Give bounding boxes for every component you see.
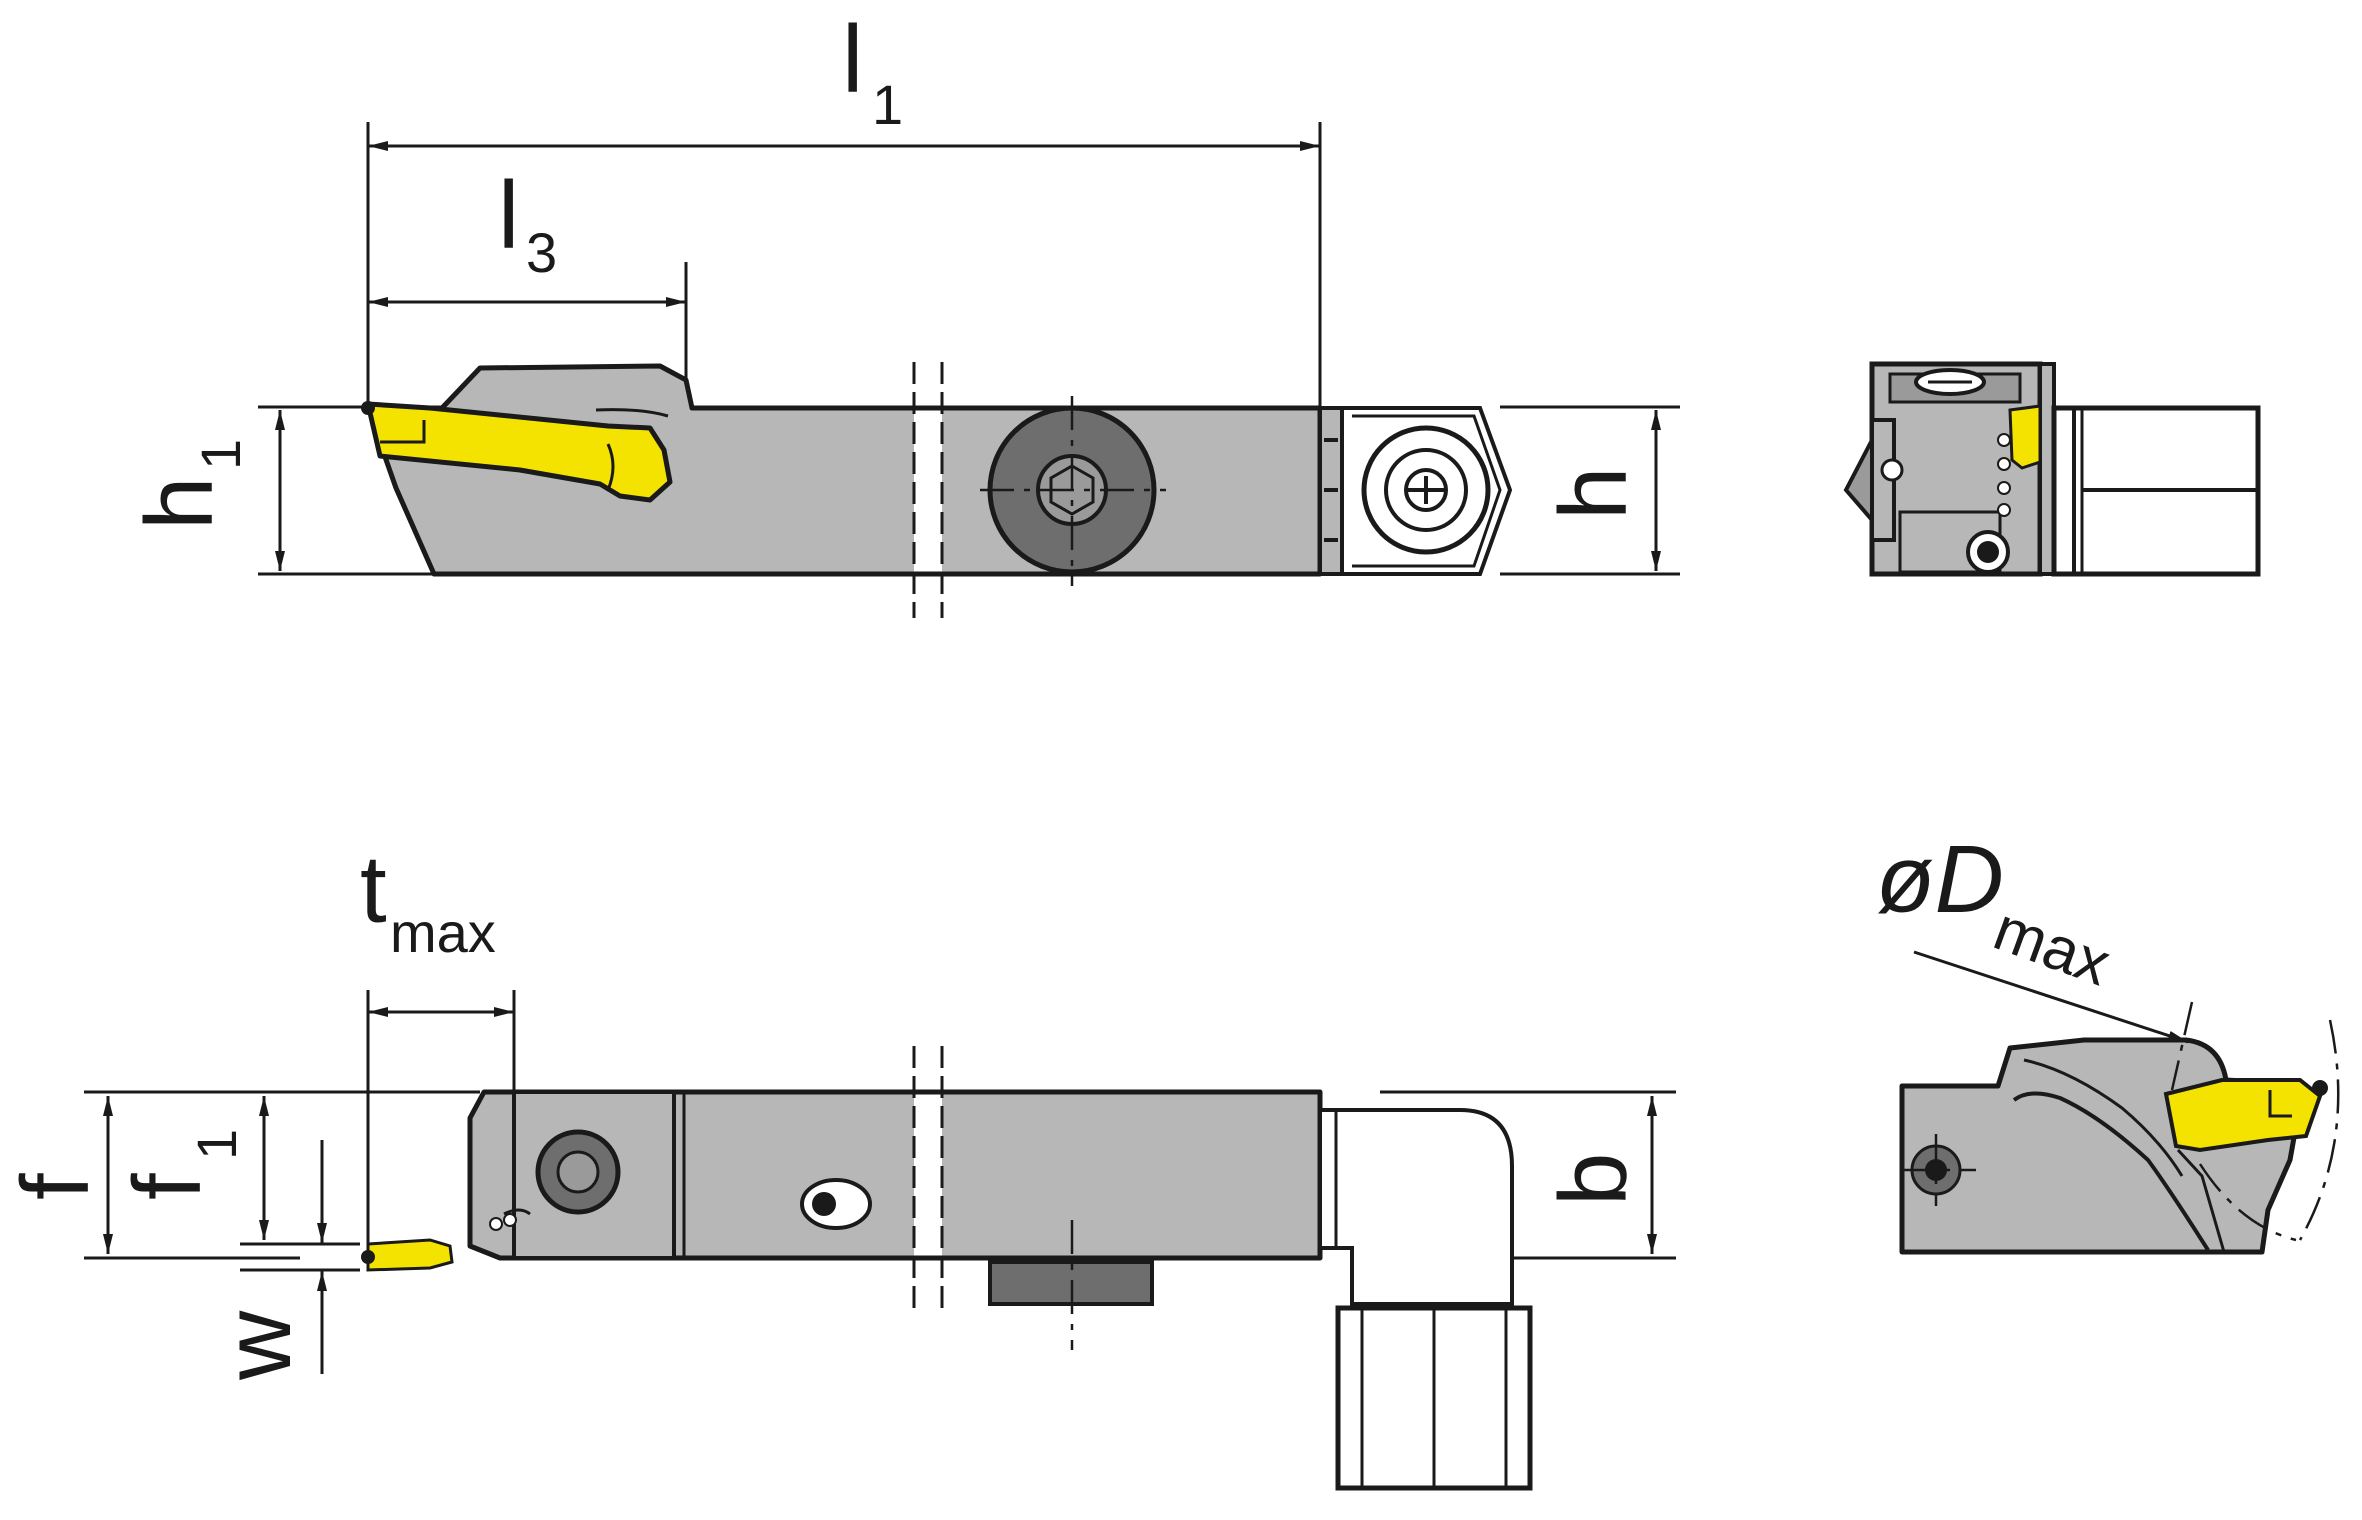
- coolant-elbow: [1318, 1108, 1514, 1306]
- h1-label: h: [126, 477, 233, 530]
- l1-subscript: 1: [872, 73, 903, 136]
- w-label: w: [204, 1310, 311, 1381]
- l1-label: l: [842, 6, 863, 113]
- f1-label: f: [114, 1173, 221, 1200]
- tmax-label: t: [360, 836, 387, 943]
- top-view: [84, 990, 1676, 1491]
- top-insert: [366, 1238, 454, 1272]
- end-view-insert: [2008, 404, 2042, 470]
- f-label: f: [2, 1173, 109, 1200]
- side-view: [258, 122, 1680, 618]
- h-label: h: [1540, 467, 1647, 520]
- b-label: b: [1540, 1153, 1647, 1206]
- side-insert: [365, 401, 673, 503]
- l3-label: l: [498, 162, 519, 269]
- f1-subscript: 1: [185, 1129, 248, 1160]
- l3-subscript: 3: [526, 221, 557, 284]
- dmax-label: øD: [1876, 826, 2004, 933]
- h1-subscript: 1: [189, 439, 252, 470]
- detail-insert: [2163, 1078, 2323, 1153]
- dmax-leader-line: [1913, 950, 2189, 1044]
- end-view: [1843, 361, 2261, 577]
- tmax-subscript: max: [390, 901, 496, 964]
- detail-view: [1899, 950, 2340, 1255]
